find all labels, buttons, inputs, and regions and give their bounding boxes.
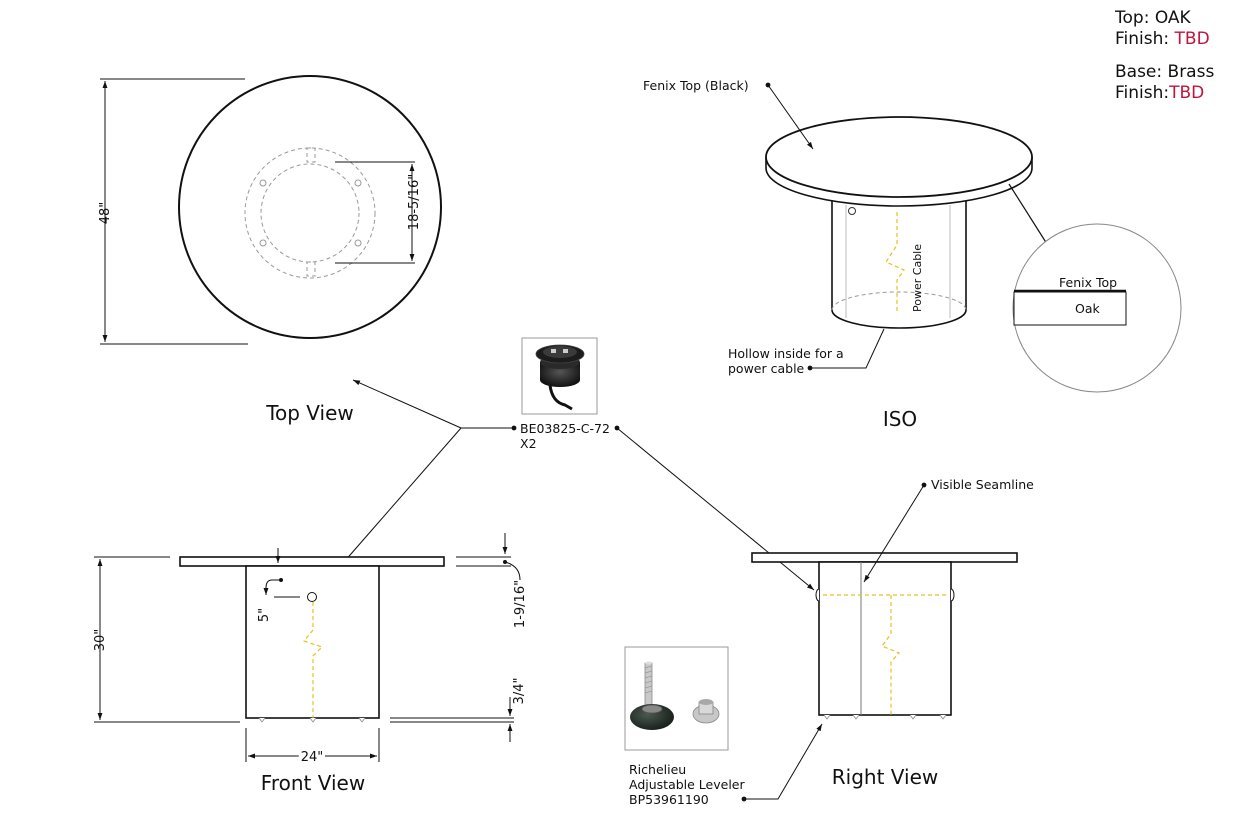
iso-power-cable <box>885 212 905 314</box>
leveler-description: Adjustable Leveler <box>629 777 745 792</box>
base-finish-value: TBD <box>1169 83 1205 103</box>
top-view: 48" 18-5/16" Top View <box>98 75 442 425</box>
base-label: Base: <box>1115 62 1163 82</box>
base-width-dimension: 24" <box>301 750 324 765</box>
detail-fenix-label: Fenix Top <box>1059 275 1117 290</box>
fenix-top-label: Fenix Top (Black) <box>643 78 749 93</box>
top-spec: Top: OAK Finish: TBD <box>1115 8 1210 50</box>
leveler-brand: Richelieu <box>629 762 686 777</box>
leveler-callout: Richelieu Adjustable Leveler BP53961190 <box>624 646 823 807</box>
right-power-cable <box>881 595 901 715</box>
top-label: Top: <box>1115 8 1150 28</box>
bolt-circle-dimension: 18-5/16" <box>407 174 422 230</box>
mounting-holes <box>259 179 362 247</box>
grommet-part-number: BE03825-C-72 <box>520 421 610 436</box>
power-cable-label: Power Cable <box>911 244 924 312</box>
iso-top-surface <box>765 116 1033 198</box>
hollow-label-line1: Hollow inside for a <box>728 346 844 361</box>
seamline-label: Visible Seamline <box>931 477 1034 492</box>
base-finish-label: Finish: <box>1115 83 1170 103</box>
front-view: 30" 5" 1-9/16" 3/4" 24" Front View <box>93 533 528 795</box>
base-hidden-lines <box>244 147 376 279</box>
diameter-dimension: 48" <box>98 202 113 225</box>
leveler-part-number: BP53961190 <box>629 792 709 807</box>
base-spec: Base: Brass Finish:TBD <box>1115 62 1214 104</box>
right-tabletop <box>751 552 1018 563</box>
height-dimension: 30" <box>93 629 108 652</box>
iso-view-title: ISO <box>883 407 917 431</box>
right-base <box>818 561 952 716</box>
base-material: Brass <box>1167 62 1215 82</box>
hollow-label-line2: power cable <box>728 361 805 376</box>
front-grommet-hole <box>307 592 317 602</box>
front-view-title: Front View <box>261 771 365 795</box>
oak-layer <box>1013 291 1127 326</box>
detail-oak-label: Oak <box>1075 301 1100 316</box>
leveler-height-dimension: 3/4" <box>512 678 527 705</box>
top-finish-label: Finish: <box>1115 29 1170 49</box>
top-view-title: Top View <box>265 401 354 425</box>
iso-base <box>831 200 967 329</box>
right-view: Visible Seamline Right View <box>751 477 1034 789</box>
right-view-title: Right View <box>832 765 938 789</box>
iso-view: Power Cable Fenix Top (Black) Hollow ins… <box>643 78 1182 431</box>
grommet-photo <box>535 344 585 411</box>
front-tabletop <box>179 556 445 567</box>
top-finish-value: TBD <box>1174 29 1210 49</box>
leveler-photo <box>630 661 720 730</box>
top-thickness-dimension: 1-9/16" <box>513 580 528 628</box>
grommet-callout: BE03825-C-72 X2 <box>315 337 815 595</box>
front-power-cable <box>302 602 324 718</box>
tabletop-outline <box>178 75 442 339</box>
top-material: OAK <box>1154 8 1191 28</box>
leveler-photo-frame <box>624 646 729 751</box>
grommet-offset-dimension: 5" <box>257 608 272 622</box>
grommet-quantity: X2 <box>520 436 537 451</box>
